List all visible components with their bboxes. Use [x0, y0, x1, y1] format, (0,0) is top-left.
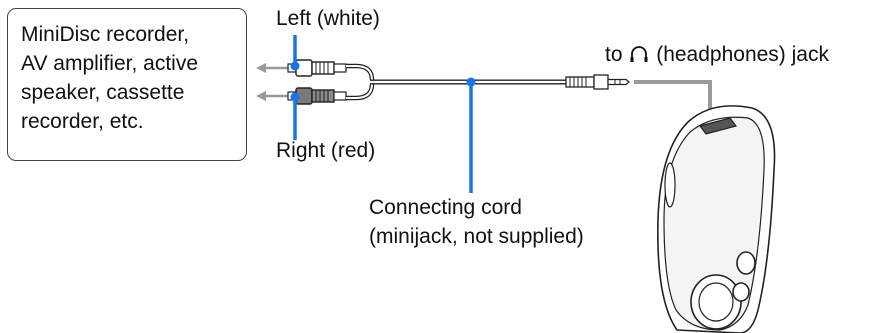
cord-label-line1: Connecting cord [369, 196, 522, 219]
source-device-box: MiniDisc recorder, AV amplifier, active … [7, 8, 247, 161]
callout-lines [290, 35, 476, 193]
jack-label: to (headphones) jack [605, 42, 829, 71]
player-device-icon [657, 105, 776, 333]
source-device-line: AV amplifier, active [21, 52, 199, 75]
minijack-plug-icon [565, 74, 630, 90]
arrow-left-icon [256, 91, 288, 101]
cord-label-line2: (minijack, not supplied) [369, 225, 584, 248]
jack-label-prefix: to [605, 43, 623, 66]
arrow-left-icon [256, 63, 288, 73]
right-plug-label: Right (red) [276, 139, 376, 162]
source-device-line: speaker, cassette [21, 81, 185, 104]
source-device-line: recorder, etc. [21, 110, 144, 133]
jack-label-suffix: (headphones) jack [656, 43, 829, 66]
rca-plug-icon [287, 87, 347, 105]
left-plug-label: Left (white) [276, 7, 380, 30]
source-device-line: MiniDisc recorder, [21, 23, 190, 46]
connecting-cord [346, 63, 566, 101]
headphones-icon [628, 44, 650, 71]
